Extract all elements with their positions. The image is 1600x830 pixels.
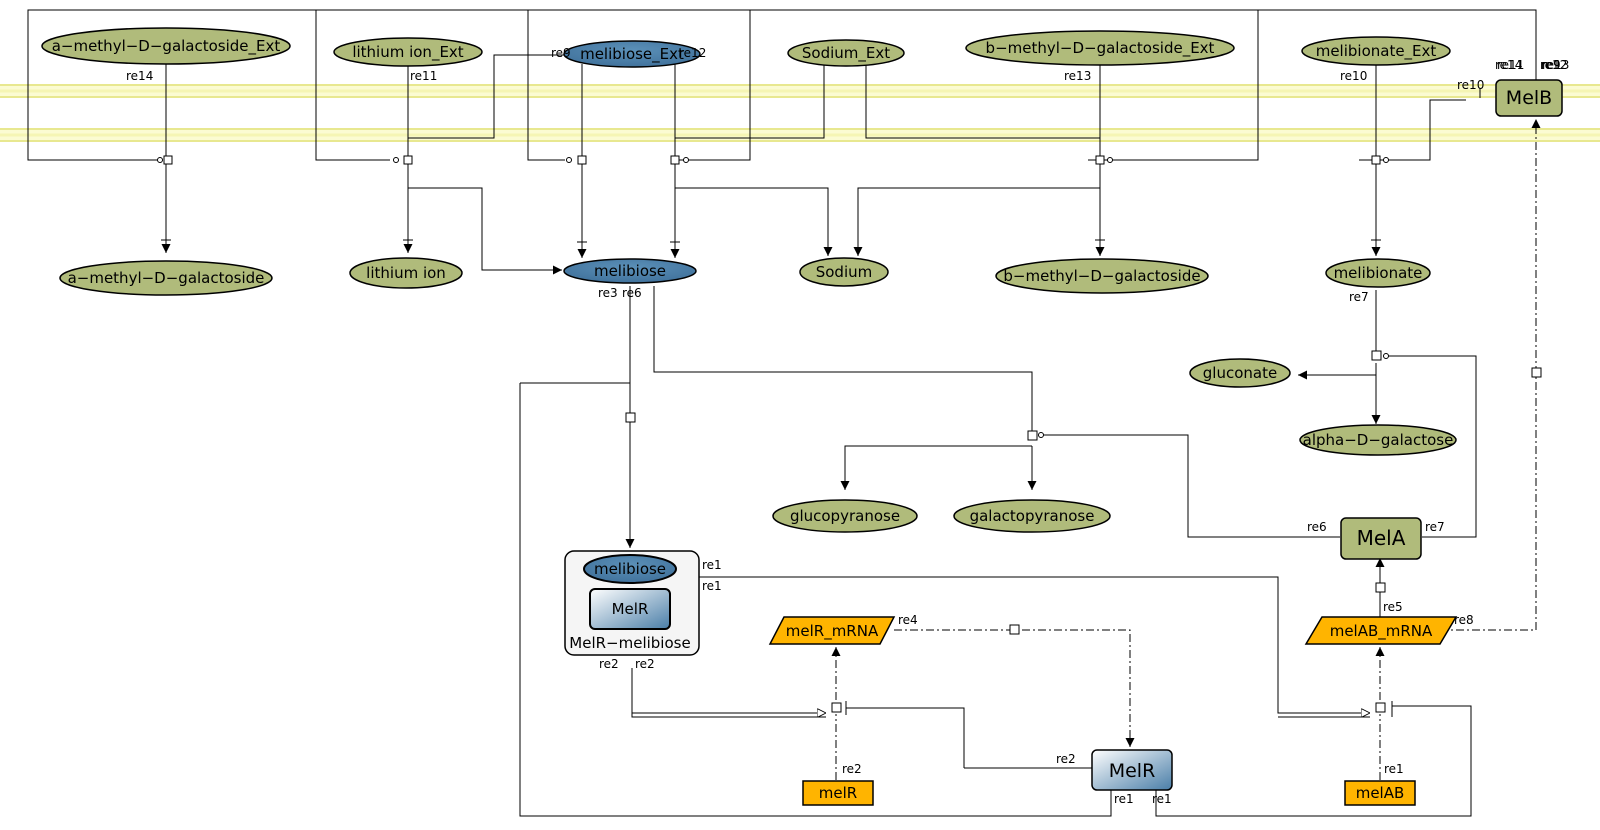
species-sodium[interactable]: Sodium <box>799 257 889 287</box>
complex-label: MelR−melibiose <box>569 634 690 652</box>
reaction-label-melb-re12: re12 <box>1540 58 1567 72</box>
reaction-label-re4: re4 <box>898 613 918 627</box>
species-label: melibionate <box>1334 264 1423 282</box>
reaction-label-re7: re7 <box>1349 290 1369 304</box>
protein-label: MelR <box>1109 760 1156 782</box>
reaction-label-complex-re1a: re1 <box>702 558 722 572</box>
reaction-label-melr-re1b: re1 <box>1152 792 1172 806</box>
rna-label: melAB_mRNA <box>1330 622 1433 641</box>
species-a-methyl-galactoside[interactable]: a−methyl−D−galactoside <box>59 260 273 296</box>
complex-component-label: MelR <box>612 600 649 618</box>
reaction-label-re13: re13 <box>1064 69 1091 83</box>
reaction-labels: re14 re11 re9 re12 re13 re10 re14 re11 r… <box>126 46 1569 806</box>
species-label: Sodium_Ext <box>802 44 890 63</box>
reaction-label-re5: re5 <box>1383 600 1403 614</box>
species-label: lithium ion_Ext <box>352 43 463 62</box>
species-glucopyranose[interactable]: glucopyranose <box>772 499 918 533</box>
species-gluconate[interactable]: gluconate <box>1189 358 1291 388</box>
species-melibiose-ext[interactable]: melibiose_Ext <box>563 40 701 68</box>
reaction-label-re14: re14 <box>126 69 153 83</box>
rna-label: melR_mRNA <box>786 622 879 641</box>
reaction-label-gene-re1: re1 <box>1384 762 1404 776</box>
species-label: gluconate <box>1203 364 1277 382</box>
reaction-label-melr-re1a: re1 <box>1114 792 1134 806</box>
species-label: b−methyl−D−galactoside_Ext <box>986 39 1215 58</box>
rna-melab-mrna[interactable]: melAB_mRNA <box>1304 616 1458 645</box>
reaction-label-re3: re3 <box>598 286 618 300</box>
gene-expression-lines <box>631 119 1541 817</box>
reaction-label-re10: re10 <box>1340 69 1367 83</box>
melb-catalysis-lines <box>27 9 1537 161</box>
species-label: a−methyl−D−galactoside <box>68 269 265 287</box>
protein-label: MelA <box>1357 526 1406 550</box>
cytoplasm-reaction-lines <box>519 286 1477 817</box>
species-label: Sodium <box>816 263 873 281</box>
species-label: b−methyl−D−galactoside <box>1003 267 1200 285</box>
protein-label: MelB <box>1506 87 1552 109</box>
reaction-label-re8: re8 <box>1454 613 1474 627</box>
species-lithium-ion-ext[interactable]: lithium ion_Ext <box>333 37 483 67</box>
species-melibiose[interactable]: melibiose <box>563 258 697 284</box>
reaction-label-complex-re2a: re2 <box>599 657 619 671</box>
gene-melab[interactable]: melAB <box>1344 780 1416 806</box>
complex-melr-melibiose[interactable]: melibiose MelR MelR−melibiose <box>564 550 700 656</box>
reaction-label-melb-re13: re13 <box>1542 58 1569 72</box>
reaction-label-gene-re2: re2 <box>842 762 862 776</box>
rna-melr-mrna[interactable]: melR_mRNA <box>768 616 896 645</box>
gene-label: melR <box>819 784 857 802</box>
species-label: galactopyranose <box>970 507 1095 525</box>
gene-label: melAB <box>1356 784 1405 802</box>
species-melibionate-ext[interactable]: melibionate_Ext <box>1301 36 1451 66</box>
reaction-label-re9: re9 <box>551 46 571 60</box>
reaction-label-melr-re2: re2 <box>1056 752 1076 766</box>
reaction-label-mela-re6: re6 <box>1307 520 1327 534</box>
reaction-label-re6: re6 <box>622 286 642 300</box>
reaction-label-re12: re12 <box>679 46 706 60</box>
species-galactopyranose[interactable]: galactopyranose <box>953 499 1111 533</box>
species-lithium-ion[interactable]: lithium ion <box>349 257 463 289</box>
species-alpha-d-galactose[interactable]: alpha−D−galactose <box>1299 424 1457 456</box>
species-melibionate[interactable]: melibionate <box>1325 258 1431 288</box>
gene-expression-nodes <box>831 367 1542 715</box>
species-label: melibiose_Ext <box>580 45 684 64</box>
cell-membrane <box>0 84 1600 142</box>
reaction-label-complex-re2b: re2 <box>635 657 655 671</box>
species-label: melibionate_Ext <box>1316 42 1437 61</box>
reaction-label-mela-re7: re7 <box>1425 520 1445 534</box>
reaction-label-complex-re1b: re1 <box>702 579 722 593</box>
species-a-methyl-galactoside-ext[interactable]: a−methyl−D−galactoside_Ext <box>41 27 291 65</box>
reaction-label-melb-re9: re9 <box>1541 58 1561 72</box>
complex-component-label: melibiose <box>594 560 666 578</box>
species-label: glucopyranose <box>790 507 900 525</box>
gene-melr[interactable]: melR <box>802 780 874 806</box>
species-label: lithium ion <box>366 264 446 282</box>
transport-reaction-nodes <box>157 155 1389 243</box>
reaction-label-melb-re10: re10 <box>1457 78 1484 92</box>
species-label: melibiose <box>594 262 666 280</box>
reaction-label-melb-re11: re11 <box>1497 58 1524 72</box>
protein-melr[interactable]: MelR <box>1091 749 1173 791</box>
protein-mela[interactable]: MelA <box>1340 517 1422 560</box>
cytoplasm-reaction-nodes <box>625 350 1389 593</box>
reaction-label-re11: re11 <box>410 69 437 83</box>
species-sodium-ext[interactable]: Sodium_Ext <box>787 39 905 67</box>
species-b-methyl-galactoside[interactable]: b−methyl−D−galactoside <box>995 258 1209 294</box>
reaction-label-melb-re14: re14 <box>1495 58 1522 72</box>
protein-melb[interactable]: MelB <box>1495 79 1563 117</box>
species-label: a−methyl−D−galactoside_Ext <box>52 37 281 56</box>
species-label: alpha−D−galactose <box>1303 431 1454 449</box>
species-b-methyl-galactoside-ext[interactable]: b−methyl−D−galactoside_Ext <box>965 30 1235 66</box>
